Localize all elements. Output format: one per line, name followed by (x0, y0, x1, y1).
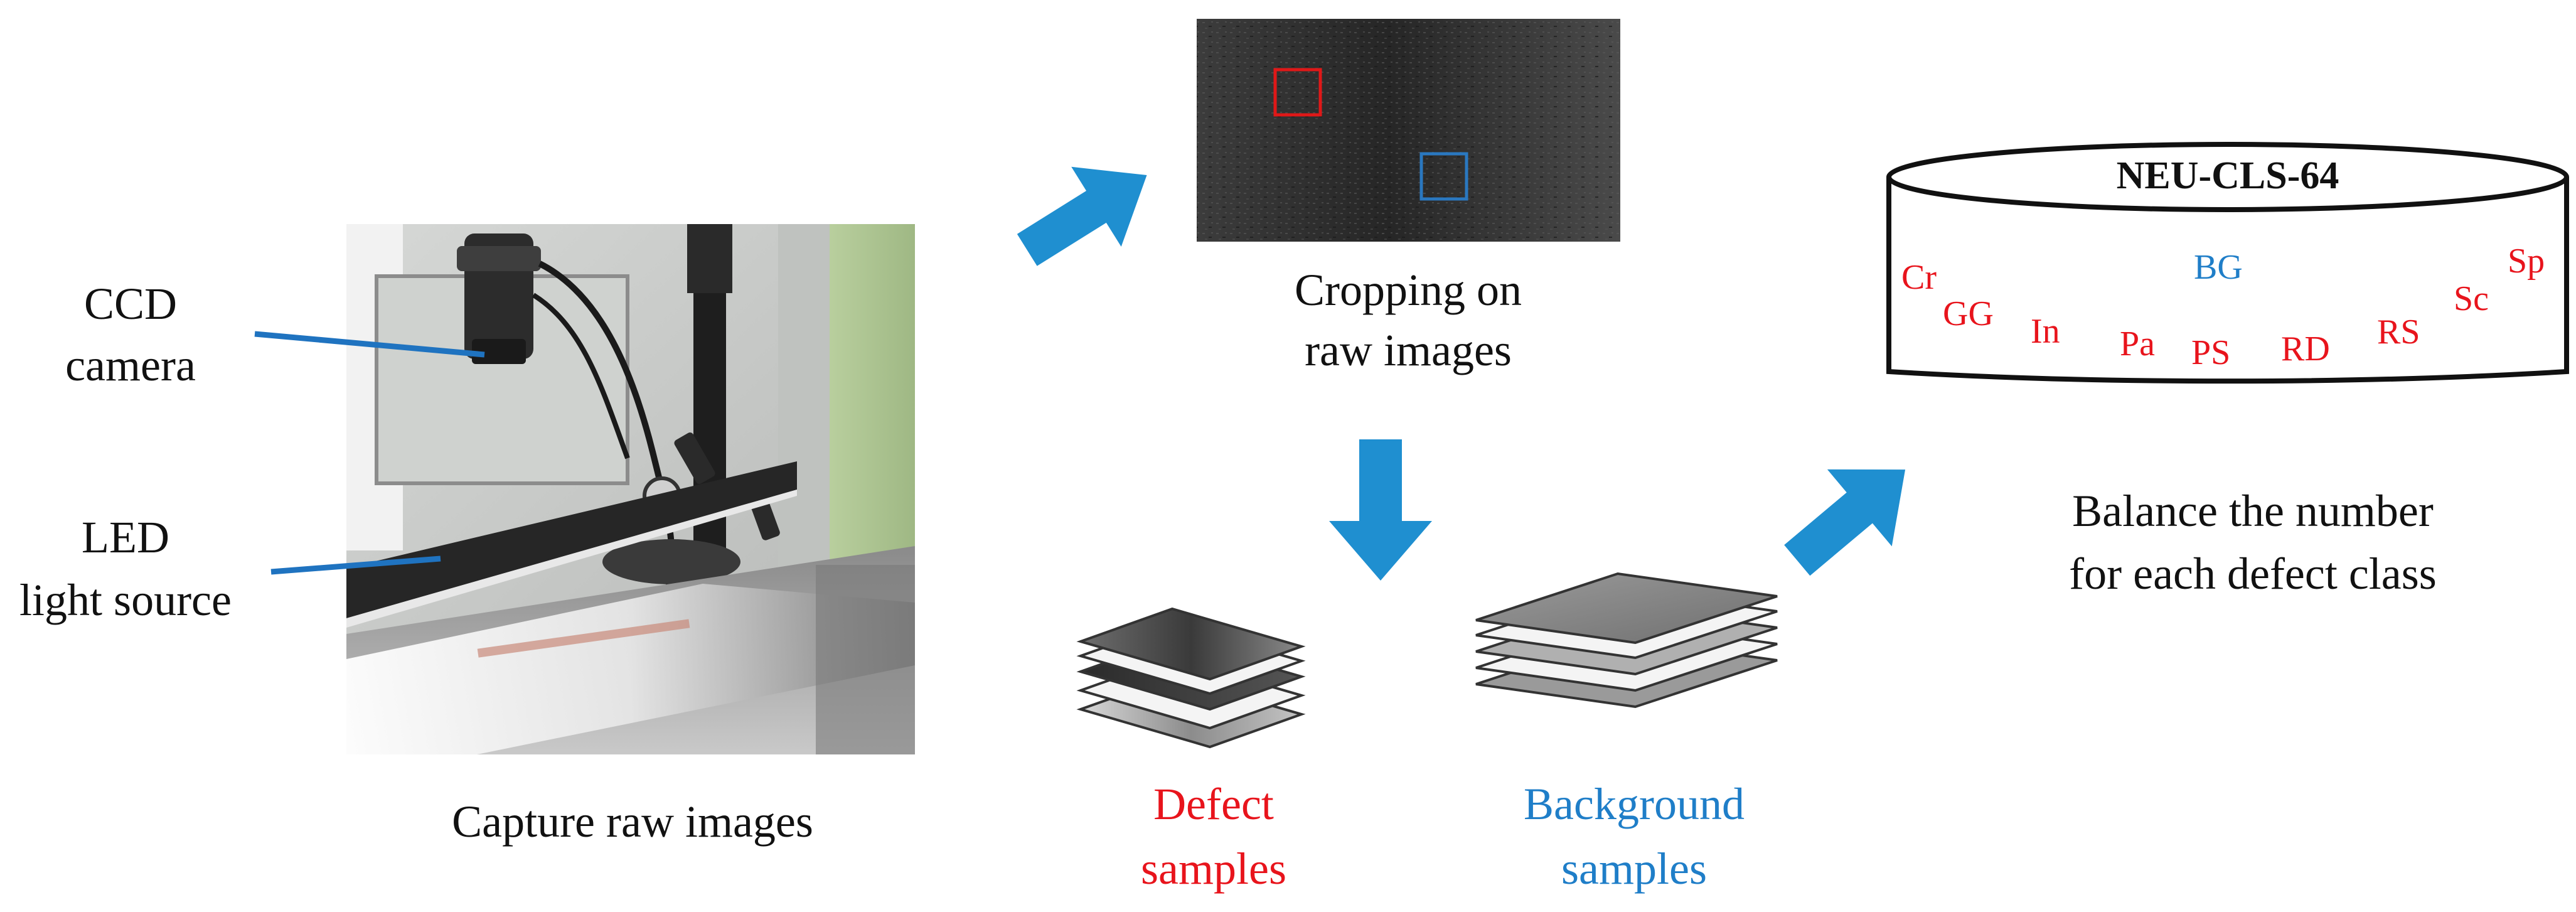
balance-caption-line2: for each defect class (2069, 549, 2437, 599)
camera-label-line2: camera (65, 340, 196, 390)
light-label-line1: LED (82, 512, 169, 562)
light-label-line2: light source (19, 575, 232, 625)
defect-sample-stack (1076, 607, 1306, 749)
defect-caption-line2: samples (1141, 844, 1286, 894)
class-label-rd: RD (2281, 330, 2330, 368)
camera-leader-line (254, 331, 485, 358)
dataset-cylinder (1886, 142, 2569, 384)
class-label-sp: Sp (2508, 242, 2545, 281)
class-label-sc: Sc (2454, 279, 2489, 318)
class-label-rs: RS (2377, 313, 2420, 351)
defect-caption-line1: Defect (1153, 779, 1274, 829)
class-label-in: In (2031, 312, 2060, 351)
crop-caption-line2: raw images (1305, 325, 1512, 375)
arrow-to-crop (1017, 166, 1147, 266)
background-sample-stack (1475, 572, 1778, 709)
crop-caption-line1: Cropping on (1295, 265, 1522, 315)
balance-caption-line1: Balance the number (2072, 486, 2434, 536)
class-label-pa: Pa (2120, 325, 2155, 363)
background-caption-line1: Background (1524, 779, 1745, 829)
led-bar-shape (346, 461, 797, 628)
raw-image (1197, 19, 1620, 242)
capture-caption: Capture raw images (452, 797, 813, 847)
camera-label: CCD camera (65, 279, 196, 390)
dataset-class-labels: Cr GG In Pa PS RD RS Sc Sp BG (1901, 242, 2545, 372)
light-leader-line (270, 555, 441, 575)
crop-box-background (1419, 152, 1468, 201)
ccd-camera-shape (457, 233, 675, 604)
dataset-title: NEU-CLS-64 (2117, 154, 2339, 197)
class-label-ps: PS (2191, 333, 2230, 372)
light-label: LED light source (19, 512, 232, 625)
class-label-cr: Cr (1901, 258, 1937, 297)
class-label-bg: BG (2194, 248, 2243, 287)
arrow-to-samples (1329, 439, 1432, 581)
capture-photo (346, 224, 915, 754)
arrow-to-dataset (1784, 469, 1906, 576)
crop-box-defect (1273, 68, 1322, 117)
class-label-gg: GG (1943, 294, 1994, 333)
background-caption-line2: samples (1561, 844, 1707, 894)
camera-label-line1: CCD (84, 279, 177, 329)
